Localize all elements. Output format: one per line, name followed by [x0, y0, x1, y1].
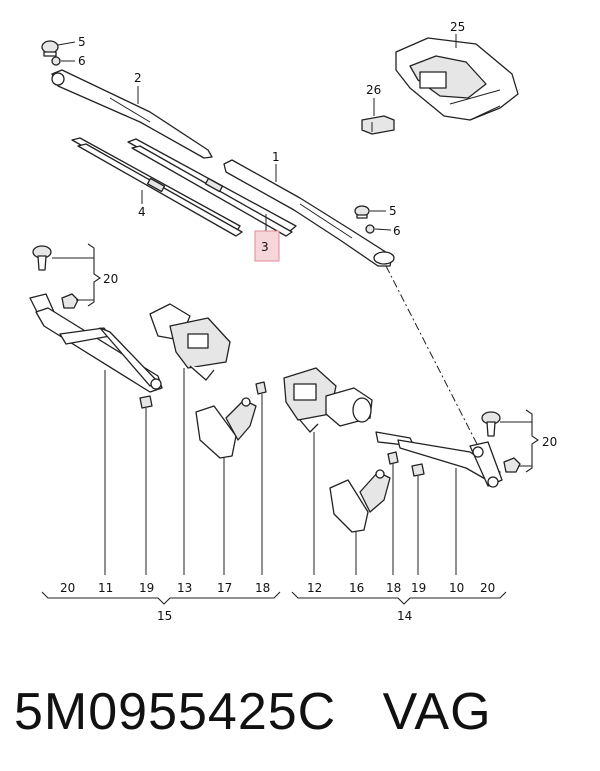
bottom-left-0: 20	[60, 581, 75, 595]
brand-label: VAG	[382, 683, 492, 741]
wiper-blade-4	[71, 137, 243, 237]
bracket-17	[195, 397, 257, 459]
linkage-11	[29, 293, 163, 393]
group-brace-left	[41, 591, 281, 605]
nut-6-top	[51, 56, 61, 66]
callout-1: 1	[272, 150, 280, 164]
bottom-right-2: 18	[386, 581, 401, 595]
motor-cover-25	[395, 37, 519, 121]
bottom-right-0: 12	[307, 581, 322, 595]
callout-6a: 6	[78, 54, 86, 68]
wiper-motor-12	[283, 367, 373, 433]
callout-20a: 20	[103, 272, 118, 286]
part-number-caption: 5M0955425C VAG	[14, 672, 594, 752]
bottom-left-1: 11	[98, 581, 113, 595]
callout-4: 4	[138, 205, 146, 219]
bottom-right-5: 20	[480, 581, 495, 595]
part-number: 5M0955425C	[14, 683, 337, 741]
callout-5a: 5	[78, 35, 86, 49]
bottom-right-3: 19	[411, 581, 426, 595]
nut-20-left	[61, 293, 79, 309]
callout-6b: 6	[393, 224, 401, 238]
bolt-18-left	[255, 381, 267, 395]
wiper-arm-1	[223, 159, 395, 267]
assembly-axis-line	[385, 265, 479, 447]
group-label-15: 15	[157, 609, 172, 623]
wiper-exploded-diagram: 5 6 2 4 3 1 5 6	[29, 20, 557, 623]
callout-26: 26	[366, 83, 381, 97]
group-brace-right	[291, 591, 507, 605]
wiper-arm-2	[51, 69, 213, 159]
screw-20-left	[32, 245, 52, 271]
bottom-right-4: 10	[449, 581, 464, 595]
nut-19-left	[139, 395, 153, 409]
bolt-18-right	[387, 451, 399, 465]
bottom-right-1: 16	[349, 581, 364, 595]
callout-3: 3	[261, 240, 269, 254]
callout-3-highlight: 3	[254, 230, 280, 262]
bottom-left-2: 19	[139, 581, 154, 595]
linkage-10	[375, 431, 503, 488]
bracket-16	[329, 469, 391, 533]
wiper-blade-3	[127, 138, 297, 237]
nut-cap-5-right	[354, 205, 370, 219]
wiper-motor-13	[149, 303, 231, 381]
callout-25: 25	[450, 20, 465, 34]
connector-26	[361, 115, 395, 135]
group-label-14: 14	[397, 609, 412, 623]
nut-19-right	[411, 463, 425, 477]
screw-20-right	[481, 411, 501, 437]
nut-cap-5-top	[41, 40, 59, 57]
callout-20b: 20	[542, 435, 557, 449]
bottom-left-3: 13	[177, 581, 192, 595]
bottom-left-4: 17	[217, 581, 232, 595]
nut-6-right	[365, 224, 375, 234]
bottom-left-5: 18	[255, 581, 270, 595]
callout-2: 2	[134, 71, 142, 85]
callout-5b: 5	[389, 204, 397, 218]
nut-20-right	[503, 457, 521, 473]
